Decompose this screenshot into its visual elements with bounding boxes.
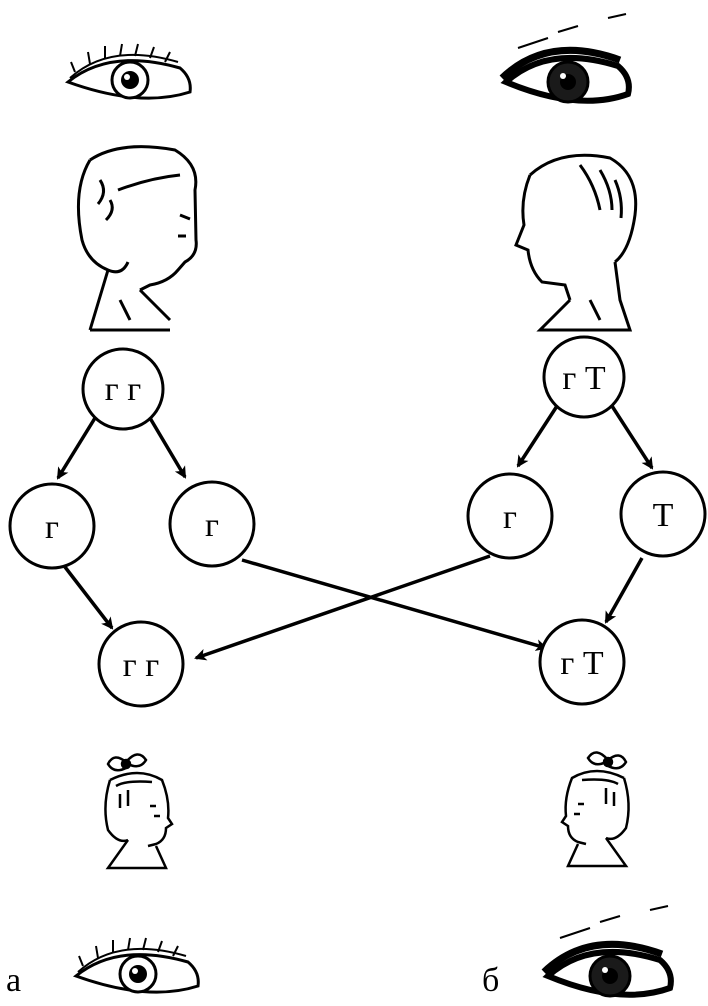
arrow-gamete-m2-to-child-right: [241, 558, 548, 651]
arrow-gamete-m1-to-child-left: [63, 565, 114, 630]
panel-label-a: а: [6, 962, 22, 999]
light-eye-icon-top-left: [64, 43, 192, 100]
gamete-label: г: [205, 507, 219, 544]
gamete-label: г: [503, 499, 517, 536]
arrow-gamete-f1-to-child-left: [194, 554, 491, 661]
dark-eye-icon-bottom-right: [541, 905, 674, 998]
gamete-node-mother-2: г: [168, 480, 256, 568]
child-genotype-node-right: г Т: [538, 618, 626, 706]
girl-portrait-icon-left: [104, 753, 174, 870]
arrow-mother-to-gamete-2: [148, 417, 187, 479]
woman-portrait-icon: [76, 145, 198, 332]
father-genotype-node: г Т: [542, 335, 626, 419]
panel-label-b: б: [482, 962, 500, 999]
arrow-father-to-gamete-2: [610, 405, 654, 470]
man-portrait-icon: [514, 153, 638, 332]
girl-portrait-icon-right: [560, 751, 630, 868]
light-eye-icon-bottom-left: [72, 937, 200, 994]
father-genotype-label: г Т: [562, 360, 605, 397]
mother-genotype-label: г г: [105, 371, 141, 408]
arrow-father-to-gamete-1: [516, 405, 559, 468]
dark-eye-icon-top-right: [499, 13, 632, 104]
arrow-gamete-f2-to-child-right: [604, 557, 644, 624]
mother-genotype-node: г г: [81, 347, 165, 431]
gamete-node-father-2: Т: [619, 470, 707, 558]
inheritance-arrows: [56, 405, 654, 661]
gamete-node-father-1: г: [466, 472, 554, 560]
child-genotype-node-left: г г: [97, 620, 185, 708]
arrow-mother-to-gamete-1: [56, 417, 97, 480]
gamete-node-mother-1: г: [8, 482, 96, 570]
child-left-genotype-label: г г: [123, 647, 159, 684]
child-right-genotype-label: г Т: [560, 645, 603, 682]
gamete-label: Т: [653, 497, 674, 534]
gamete-label: г: [45, 509, 59, 546]
